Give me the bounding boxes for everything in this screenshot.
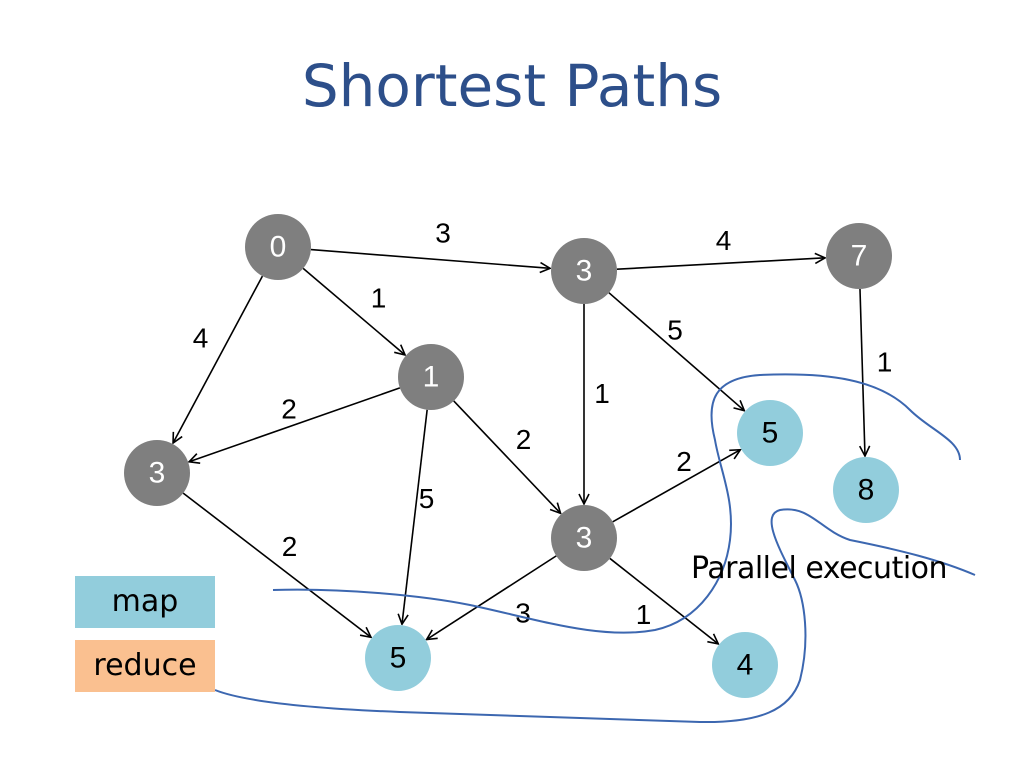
nodes-layer: 0 3 7 1 3 3 5 8 5 4 <box>124 214 899 698</box>
edge-weight-b-c: 4 <box>716 225 732 256</box>
node-a-label: 0 <box>270 231 287 264</box>
node-g-circle <box>737 400 803 466</box>
node-c-circle <box>826 223 892 289</box>
node-e-circle <box>124 440 190 506</box>
node-j-label: 4 <box>737 649 754 682</box>
edge-weight-e-i: 2 <box>282 531 298 562</box>
map-outline-stroke <box>272 373 961 634</box>
node-g-label: 5 <box>762 417 779 450</box>
parallel-execution-note: Parallel execution <box>691 551 948 586</box>
node-i-label: 5 <box>390 642 407 675</box>
edge-weight-a-e: 4 <box>193 323 209 354</box>
node-i-circle <box>365 625 431 691</box>
edge-weight-b-f: 1 <box>594 378 610 409</box>
edge-c-h <box>860 288 865 456</box>
edge-weight-d-f: 2 <box>516 424 532 455</box>
edge-weight-a-b: 3 <box>435 218 451 249</box>
edge-a-d <box>302 267 405 355</box>
edge-weight-a-d: 1 <box>371 283 387 314</box>
node-e-label: 3 <box>149 457 166 490</box>
edge-d-e <box>189 387 401 462</box>
edge-a-b <box>310 248 550 269</box>
node-h-circle <box>833 457 899 523</box>
edge-d-f <box>453 400 561 513</box>
node-c-label: 7 <box>851 240 868 273</box>
edge-d-i <box>402 409 428 624</box>
edges-layer: 3 1 4 4 5 1 1 2 2 5 2 2 3 1 <box>173 218 892 644</box>
edge-e-i <box>182 492 371 637</box>
node-d-circle <box>398 344 464 410</box>
node-j-circle <box>712 632 778 698</box>
edge-f-i <box>427 555 557 640</box>
edge-a-e <box>173 275 264 443</box>
edge-weight-d-i: 5 <box>419 483 435 514</box>
node-f-circle <box>551 505 617 571</box>
edge-b-g <box>608 292 744 411</box>
node-h-label: 8 <box>858 474 875 507</box>
node-b-circle <box>551 238 617 304</box>
node-a-circle <box>245 214 311 280</box>
edge-weight-f-g: 2 <box>676 446 692 477</box>
edge-weight-d-e: 2 <box>281 394 297 425</box>
node-b-label: 3 <box>576 255 593 288</box>
legend-reduce: reduce <box>75 640 215 692</box>
edge-b-c <box>616 258 825 271</box>
edge-weight-f-j: 1 <box>636 599 652 630</box>
node-f-label: 3 <box>576 522 593 555</box>
edge-weight-b-g: 5 <box>667 315 683 346</box>
edge-weight-f-i: 3 <box>515 598 531 629</box>
page-title: Shortest Paths <box>301 52 723 120</box>
node-d-label: 1 <box>423 361 440 394</box>
legend-map: map <box>75 576 215 628</box>
reduce-outline-stroke <box>214 508 976 724</box>
edge-weight-c-h: 1 <box>877 347 893 378</box>
edge-f-j <box>609 557 718 644</box>
